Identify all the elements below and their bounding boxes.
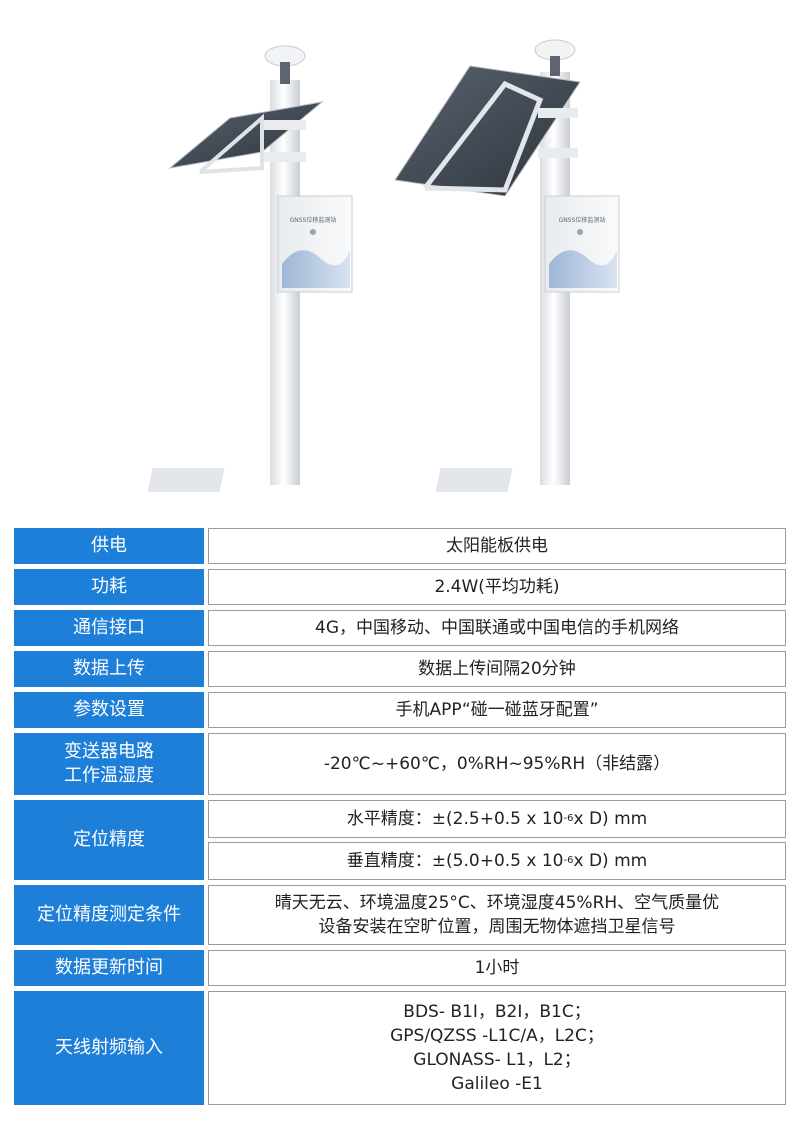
spec-row-antenna: 天线射频输入 BDS- B1I，B2I，B1C； GPS/QZSS -L1C/A… [14, 991, 786, 1105]
spec-label-line: 工作温湿度 [64, 765, 154, 786]
station-left: GNSS位移监测站 [147, 45, 353, 492]
spec-value: 4G，中国移动、中国联通或中国电信的手机网络 [208, 610, 786, 646]
spec-row-comm: 通信接口 4G，中国移动、中国联通或中国电信的手机网络 [14, 610, 786, 646]
spec-row-upload: 数据上传 数据上传间隔20分钟 [14, 651, 786, 687]
spec-label: 天线射频输入 [14, 991, 204, 1105]
spec-label-line: 变送器电路 [64, 741, 154, 762]
spec-value: 晴天无云、环境温度25°C、环境湿度45%RH、空气质量优 设备安装在空旷位置，… [208, 885, 786, 945]
box-label-right: GNSS位移监测站 [559, 216, 606, 224]
spec-value-vertical: 垂直精度：±(5.0+0.5 x 10-6 x D) mm [208, 842, 786, 880]
spec-row-power: 供电 太阳能板供电 [14, 528, 786, 564]
box-label-left: GNSS位移监测站 [290, 216, 337, 224]
spec-value: BDS- B1I，B2I，B1C； GPS/QZSS -L1C/A，L2C； G… [208, 991, 786, 1105]
spec-row-conditions: 定位精度测定条件 晴天无云、环境温度25°C、环境湿度45%RH、空气质量优 设… [14, 885, 786, 945]
spec-label: 定位精度 [14, 800, 204, 880]
spec-value: 2.4W(平均功耗) [208, 569, 786, 605]
spec-value: 手机APP“碰一碰蓝牙配置” [208, 692, 786, 728]
spec-label: 参数设置 [14, 692, 204, 728]
spec-table: 供电 太阳能板供电 功耗 2.4W(平均功耗) 通信接口 4G，中国移动、中国联… [14, 528, 786, 1110]
spec-row-accuracy: 定位精度 水平精度：±(2.5+0.5 x 10-6 x D) mm 垂直精度：… [14, 800, 786, 880]
spec-value-horizontal: 水平精度：±(2.5+0.5 x 10-6 x D) mm [208, 800, 786, 838]
spec-label: 数据更新时间 [14, 950, 204, 986]
spec-value: 1小时 [208, 950, 786, 986]
spec-value: 太阳能板供电 [208, 528, 786, 564]
spec-label: 供电 [14, 528, 204, 564]
spec-value: -20℃~+60℃，0%RH~95%RH（非结露） [208, 733, 786, 795]
spec-label: 数据上传 [14, 651, 204, 687]
spec-label: 变送器电路 工作温湿度 [14, 733, 204, 795]
spec-label: 定位精度测定条件 [14, 885, 204, 945]
spec-value: 数据上传间隔20分钟 [208, 651, 786, 687]
spec-row-update: 数据更新时间 1小时 [14, 950, 786, 986]
spec-label: 通信接口 [14, 610, 204, 646]
spec-row-consumption: 功耗 2.4W(平均功耗) [14, 569, 786, 605]
spec-row-env: 变送器电路 工作温湿度 -20℃~+60℃，0%RH~95%RH（非结露） [14, 733, 786, 795]
station-right: GNSS位移监测站 [394, 39, 620, 492]
product-image: GNSS位移监测站 GNSS位移监测站 [147, 39, 620, 492]
spec-row-config: 参数设置 手机APP“碰一碰蓝牙配置” [14, 692, 786, 728]
spec-label: 功耗 [14, 569, 204, 605]
